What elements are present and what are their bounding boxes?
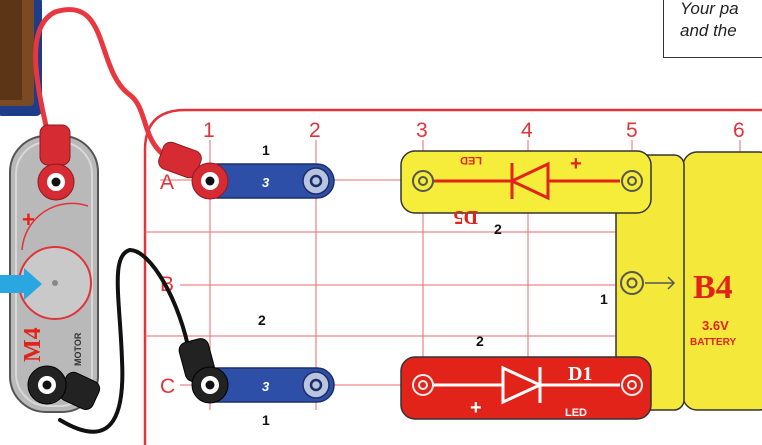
- column-label: 2: [309, 119, 321, 142]
- instruction-note: Your pa and the: [663, 0, 762, 58]
- battery-voltage: 3.6V: [702, 318, 729, 333]
- led-d5-plus: +: [570, 153, 582, 175]
- column-label: 1: [203, 119, 215, 142]
- motor-plus: +: [22, 207, 35, 232]
- board-outline: [143, 108, 762, 445]
- led-d5-sublabel: LED: [460, 154, 482, 166]
- vertical-snap-wire: 1: [600, 154, 685, 411]
- battery-name: BATTERY: [690, 337, 736, 348]
- black-jumper-wire: [27, 247, 229, 434]
- row-label: A: [160, 171, 174, 194]
- led-d1-sublabel: LED: [565, 407, 587, 419]
- row-label: C: [160, 375, 175, 398]
- snap-wire-c-number: 3: [262, 379, 270, 394]
- red-jumper-wire: [33, 7, 229, 201]
- led-d5-level: 2: [494, 221, 502, 237]
- board-level-label: 2: [258, 312, 266, 328]
- column-label: 5: [626, 119, 638, 142]
- battery-label: B4: [693, 269, 733, 306]
- snap-wire-a-number: 3: [262, 175, 270, 190]
- led-d1-level: 2: [476, 333, 484, 349]
- snap-wire-a-level: 1: [262, 142, 270, 158]
- vertical-wire-level: 1: [600, 291, 608, 307]
- motor-label: M4: [20, 327, 46, 362]
- note-line-1: Your pa: [680, 0, 739, 18]
- snap-wire-c-level: 1: [262, 412, 270, 428]
- column-label: 4: [521, 119, 533, 142]
- battery-b4: B4 3.6V BATTERY: [668, 151, 762, 411]
- led-d5: D5 LED + 2: [400, 150, 652, 237]
- led-d1-label: D1: [568, 363, 592, 385]
- row-labels: A B C: [160, 171, 175, 398]
- motor-pointer-arrow: [0, 268, 42, 300]
- column-label: 3: [416, 119, 428, 142]
- photo-thumbnail: [0, 0, 42, 116]
- column-labels: 1 2 3 4 5 6: [203, 119, 745, 142]
- led-d1: D1 LED + 2: [400, 333, 652, 420]
- led-d1-plus: +: [470, 397, 482, 419]
- note-line-2: and the: [680, 21, 737, 40]
- column-label: 6: [733, 119, 745, 142]
- motor-sublabel: MOTOR: [73, 332, 83, 366]
- motor-m4: + M4 MOTOR: [9, 135, 99, 413]
- led-d5-label: D5: [454, 206, 478, 228]
